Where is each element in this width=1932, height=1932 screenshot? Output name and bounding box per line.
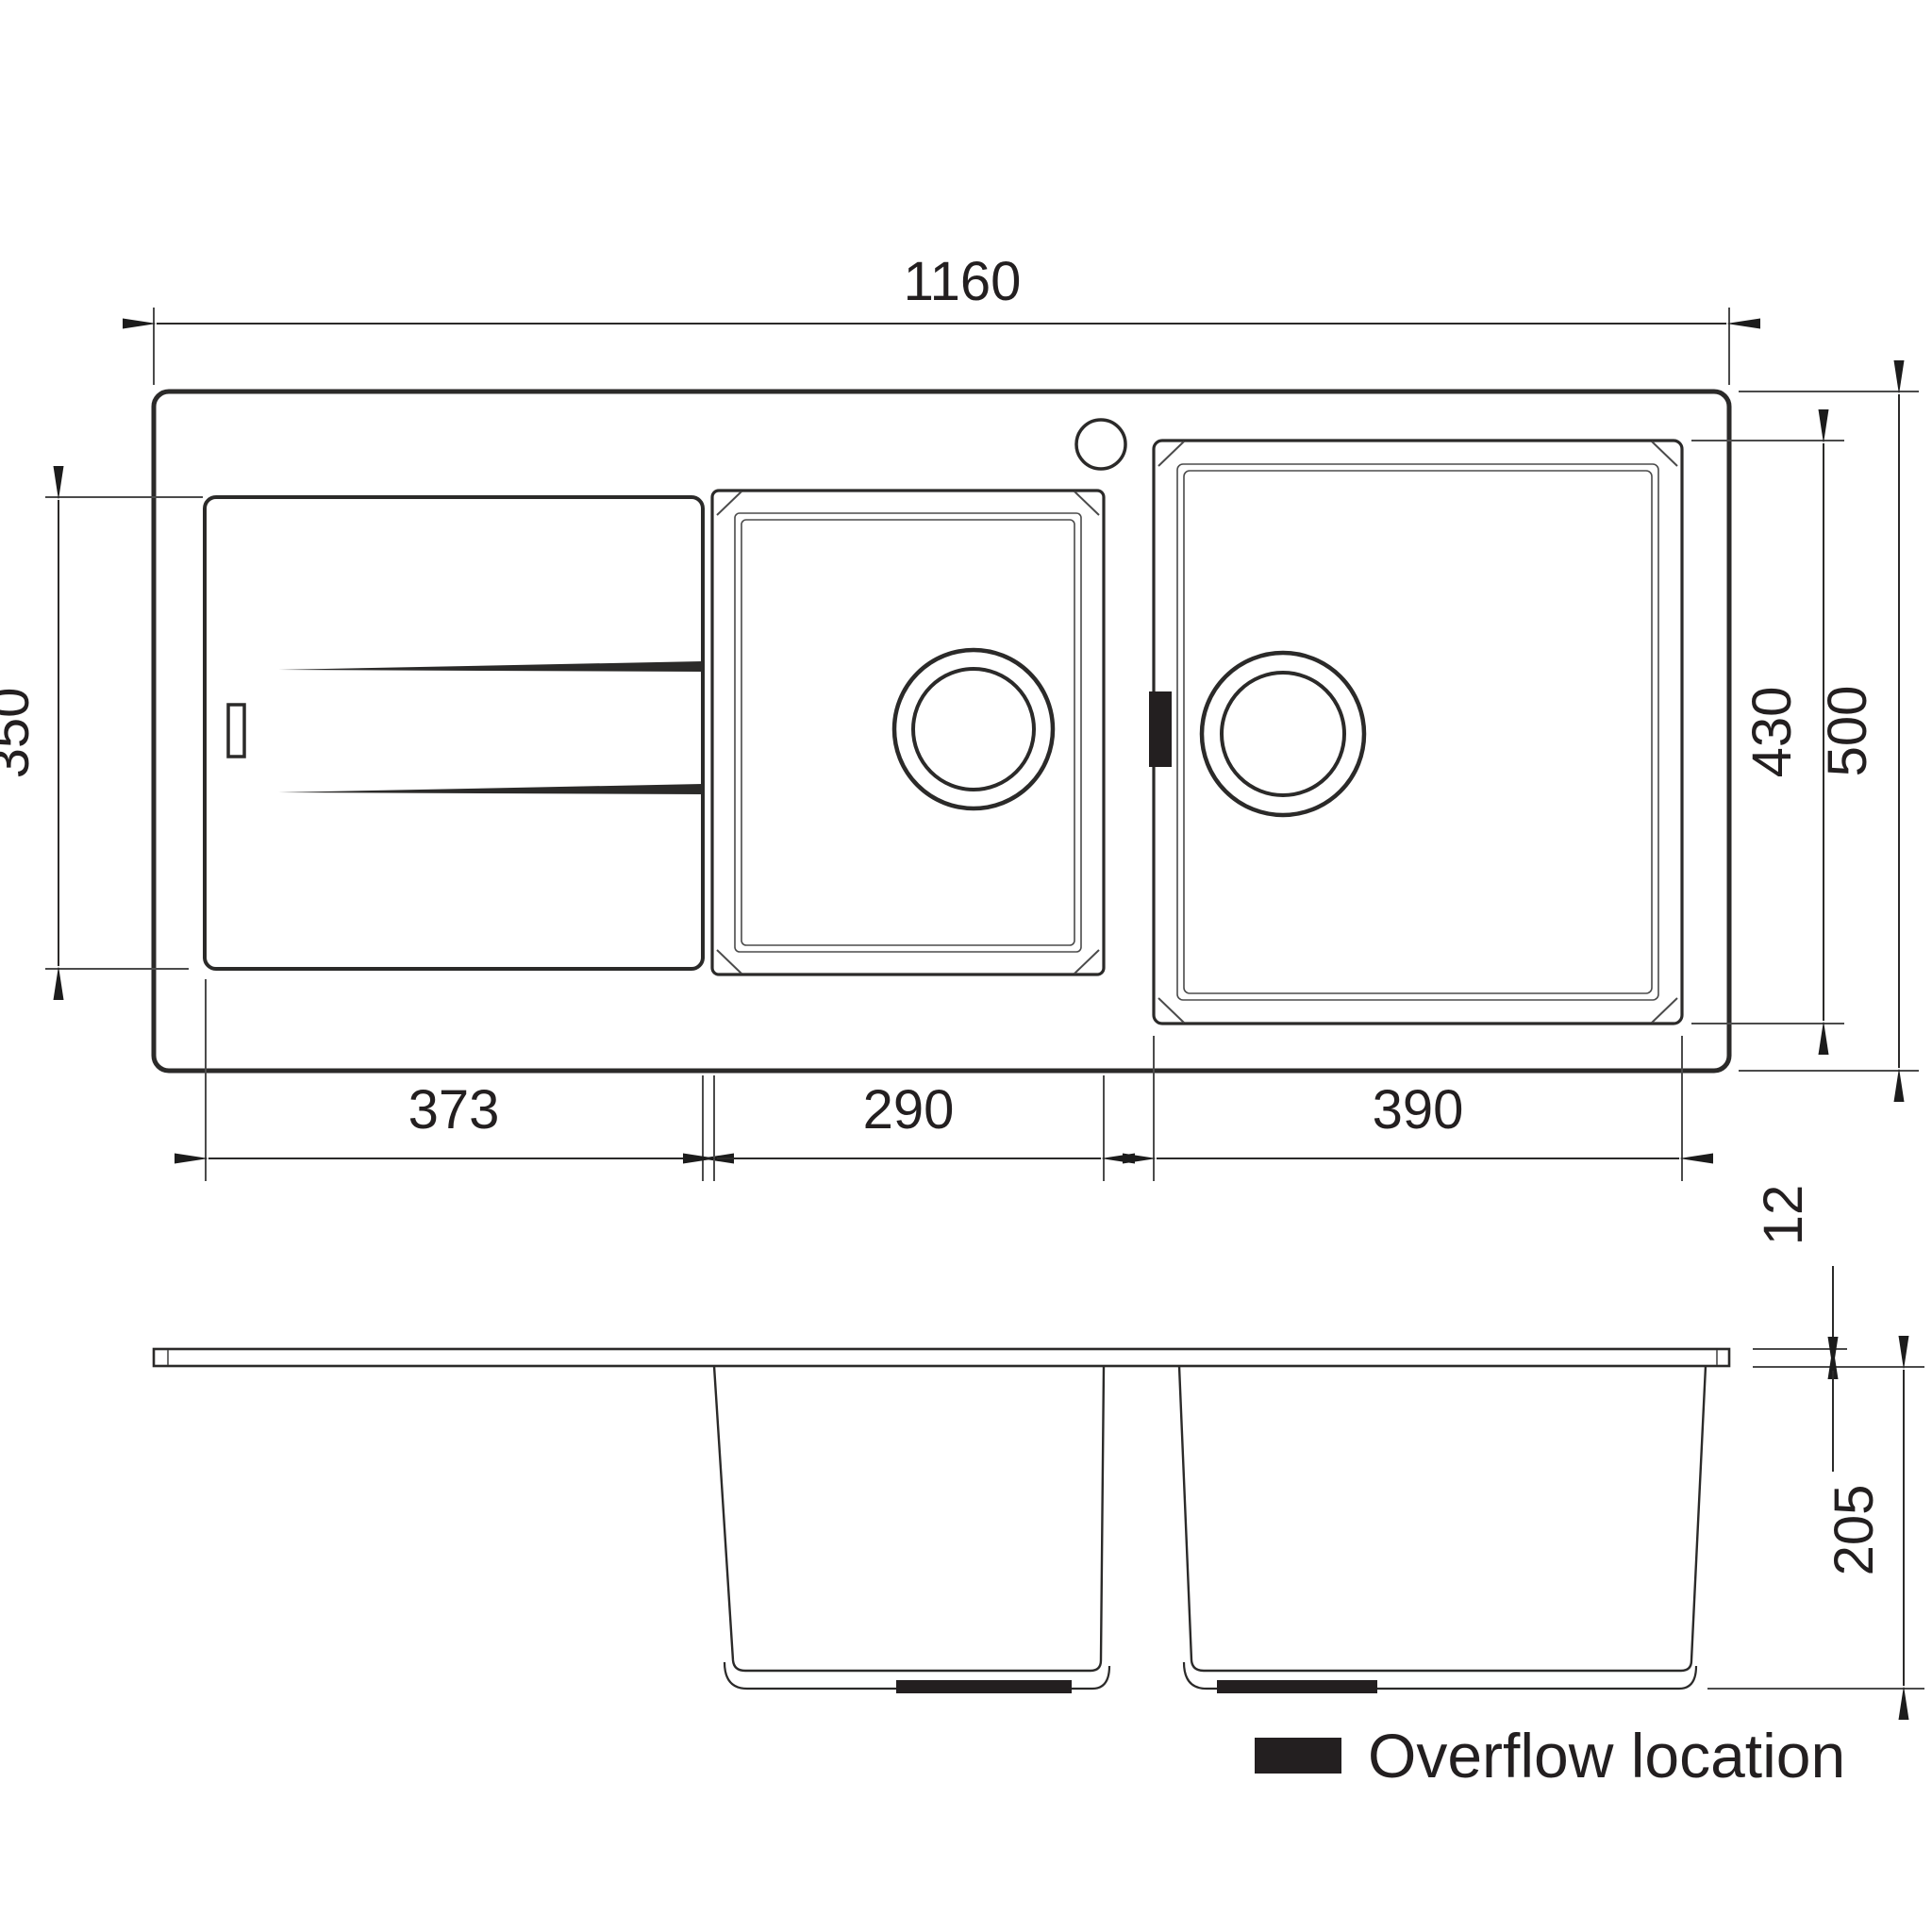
dim-drainer-depth: 350	[0, 466, 203, 1000]
dim-label-290: 290	[863, 1079, 955, 1141]
dim-label-390: 390	[1373, 1079, 1464, 1141]
side-view: 12 205	[152, 1185, 1924, 1720]
dim-right-bowl-width: 390	[1123, 1036, 1713, 1181]
overflow-mark-side-middle	[896, 1680, 1072, 1693]
drainer-groove	[278, 661, 703, 672]
overflow-mark-side-right	[1217, 1680, 1377, 1693]
sink-outline	[151, 389, 1732, 1074]
right-bowl-drain-inner	[1220, 671, 1346, 797]
dim-label-12: 12	[1753, 1185, 1814, 1246]
dim-label-350: 350	[0, 688, 41, 779]
right-bowl	[1149, 439, 1684, 1025]
dim-middle-bowl-width: 290	[683, 1075, 1135, 1181]
dim-label-205: 205	[1824, 1485, 1885, 1576]
drainer-groove	[278, 784, 703, 794]
drainer	[203, 495, 705, 971]
dim-overall-depth: 500	[1739, 360, 1919, 1102]
drainer-outlet	[226, 703, 246, 758]
middle-bowl-drain	[891, 647, 1056, 811]
dim-label-1160: 1160	[904, 251, 1022, 312]
overflow-legend-label: Overflow location	[1368, 1721, 1845, 1790]
dim-label-500: 500	[1817, 686, 1878, 777]
dim-rim-thickness: 12	[1753, 1185, 1924, 1472]
side-rim	[152, 1347, 1731, 1368]
middle-bowl-drain-inner	[911, 667, 1036, 791]
side-right-bowl	[1177, 1365, 1707, 1693]
right-bowl-drain	[1199, 650, 1367, 818]
dim-overall-width: 1160	[123, 251, 1760, 385]
dim-label-430: 430	[1741, 687, 1803, 778]
legend: Overflow location	[1255, 1721, 1845, 1790]
dim-right-bowl-depth: 430	[1691, 409, 1844, 1055]
dim-label-373: 373	[408, 1079, 500, 1141]
middle-bowl	[710, 489, 1106, 976]
side-middle-bowl	[712, 1365, 1111, 1693]
faucet-hole	[1074, 418, 1127, 471]
dim-bowl-depth: 205	[1707, 1336, 1924, 1720]
dim-drainer-width: 373	[175, 979, 734, 1181]
top-view: 1160 350 373 290 390	[0, 251, 1919, 1181]
overflow-mark-top-view	[1149, 691, 1172, 767]
overflow-legend-swatch	[1255, 1738, 1341, 1774]
